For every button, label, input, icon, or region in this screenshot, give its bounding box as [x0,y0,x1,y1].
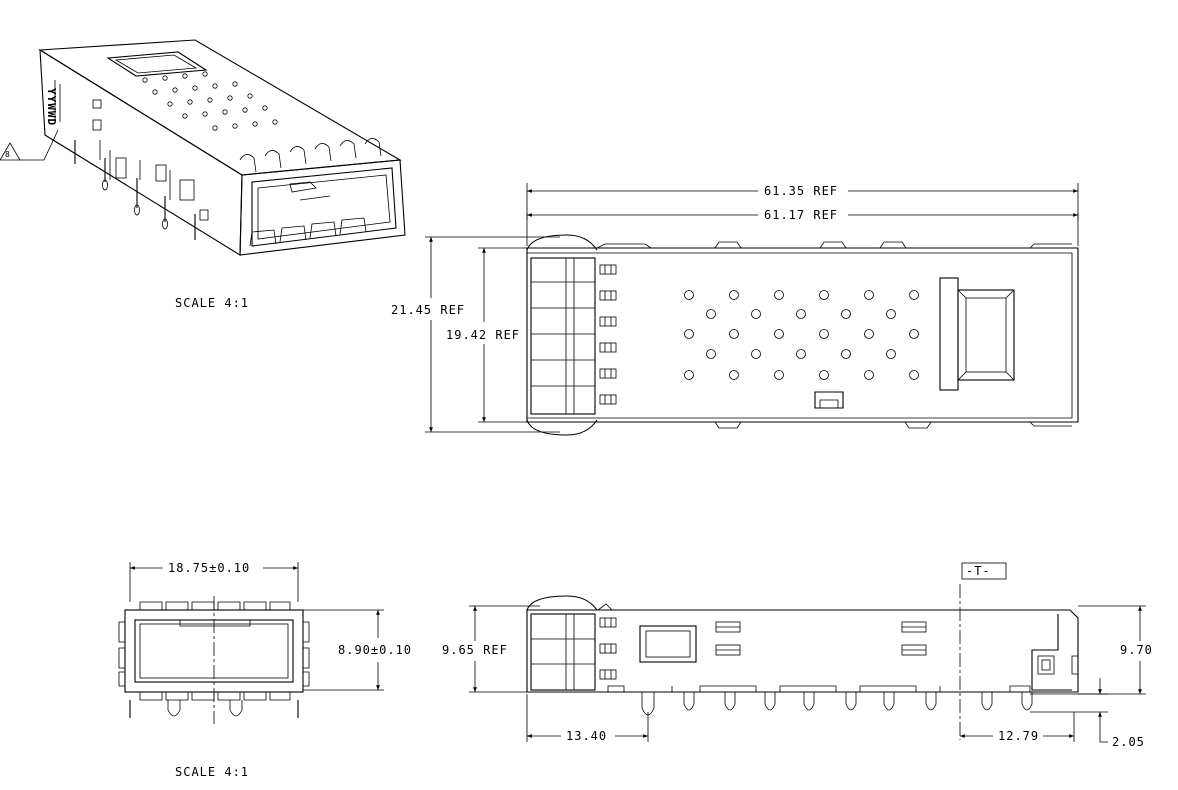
dim-rear-height: 9.70 [1078,605,1153,695]
dim-body-length-text: 61.17 REF [764,208,838,222]
dim-inner-width-text: 19.42 REF [446,328,520,342]
side-view-pins [641,692,1033,716]
top-view-spring-tabs [530,257,596,415]
dim-pin-length: 2.05 [1030,678,1145,749]
top-view [526,234,1079,436]
dim-rear-height-text: 9.70 [1120,643,1153,657]
isometric-spring-fingers [239,138,382,247]
dim-front-offset-text: 13.40 [566,729,607,743]
isometric-view: YYWWD 8 [0,39,406,256]
dim-rear-offset-text: 12.79 [998,729,1039,743]
dim-inner-width: 19.42 REF [446,247,527,423]
dim-outer-width: 21.45 REF [391,236,560,433]
dim-front-width-text: 18.75±0.10 [168,561,250,575]
isometric-vent-holes [142,71,278,131]
callout-triangle [0,142,21,161]
datum-t-text: -T- [966,564,991,578]
top-view-window [939,277,1015,391]
dim-front-width: 18.75±0.10 [129,561,299,602]
top-view-vent-holes [684,290,919,380]
scale-label-bottom: SCALE 4:1 [175,765,249,779]
top-view-latches [599,264,617,405]
dim-pin-length-text: 2.05 [1112,735,1145,749]
dim-body-length: 61.17 REF [526,208,1079,222]
dim-front-height: 8.90±0.10 [303,609,412,691]
side-view [526,584,1079,740]
dim-front-offset: 13.40 [526,694,649,743]
dim-side-height-text: 9.65 REF [442,643,508,657]
scale-label-top: SCALE 4:1 [175,296,249,310]
isometric-pins [74,140,196,240]
isometric-marking: YYWWD [45,88,58,126]
datum-t: -T- [961,562,1007,580]
dim-outer-width-text: 21.45 REF [391,303,465,317]
dim-side-height: 9.65 REF [442,605,540,693]
dim-overall-length-text: 61.35 REF [764,184,838,198]
callout-number: 8 [5,150,10,159]
dim-rear-offset: 12.79 [960,712,1075,743]
front-view [118,596,310,724]
dim-front-height-text: 8.90±0.10 [338,643,412,657]
